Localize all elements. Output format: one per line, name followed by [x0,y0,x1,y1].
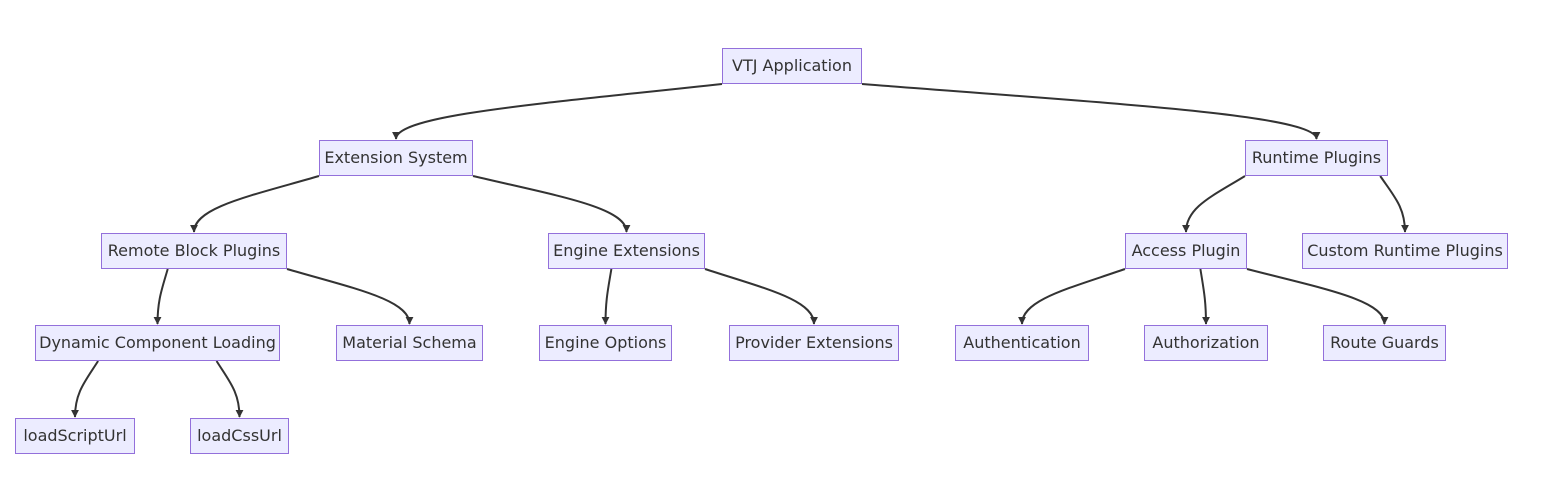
node-material-schema: Material Schema [336,325,483,361]
edge-runtime-plugins-to-access-plugin [1182,175,1246,233]
node-remote-block-plugins: Remote Block Plugins [101,233,287,269]
edge-dynamic-component-loading-to-load-css-url [215,360,244,418]
node-authentication: Authentication [955,325,1089,361]
node-dynamic-component-loading: Dynamic Component Loading [35,325,280,361]
node-custom-runtime-plugins: Custom Runtime Plugins [1302,233,1508,269]
edge-remote-block-plugins-to-dynamic-component-loading [153,268,169,325]
node-load-script-url: loadScriptUrl [15,418,135,454]
edge-runtime-plugins-to-custom-runtime-plugins [1379,175,1409,233]
edge-access-plugin-to-authorization [1199,268,1210,325]
edge-access-plugin-to-route-guards [1246,268,1389,325]
edge-engine-extensions-to-engine-options [601,268,613,325]
node-route-guards: Route Guards [1323,325,1446,361]
edge-engine-extensions-to-provider-extensions [704,268,818,325]
node-vtj-application: VTJ Application [722,48,862,84]
edge-extension-system-to-engine-extensions [472,175,631,233]
edge-dynamic-component-loading-to-load-script-url [71,360,99,418]
edge-remote-block-plugins-to-material-schema [286,268,414,325]
edge-vtj-application-to-runtime-plugins [861,83,1321,140]
node-engine-options: Engine Options [539,325,672,361]
edge-access-plugin-to-authentication [1018,268,1126,325]
node-engine-extensions: Engine Extensions [548,233,705,269]
node-authorization: Authorization [1144,325,1268,361]
node-access-plugin: Access Plugin [1125,233,1247,269]
node-provider-extensions: Provider Extensions [729,325,899,361]
node-extension-system: Extension System [319,140,473,176]
node-load-css-url: loadCssUrl [190,418,289,454]
node-runtime-plugins: Runtime Plugins [1245,140,1388,176]
edge-vtj-application-to-extension-system [392,83,723,140]
edge-extension-system-to-remote-block-plugins [190,175,320,233]
